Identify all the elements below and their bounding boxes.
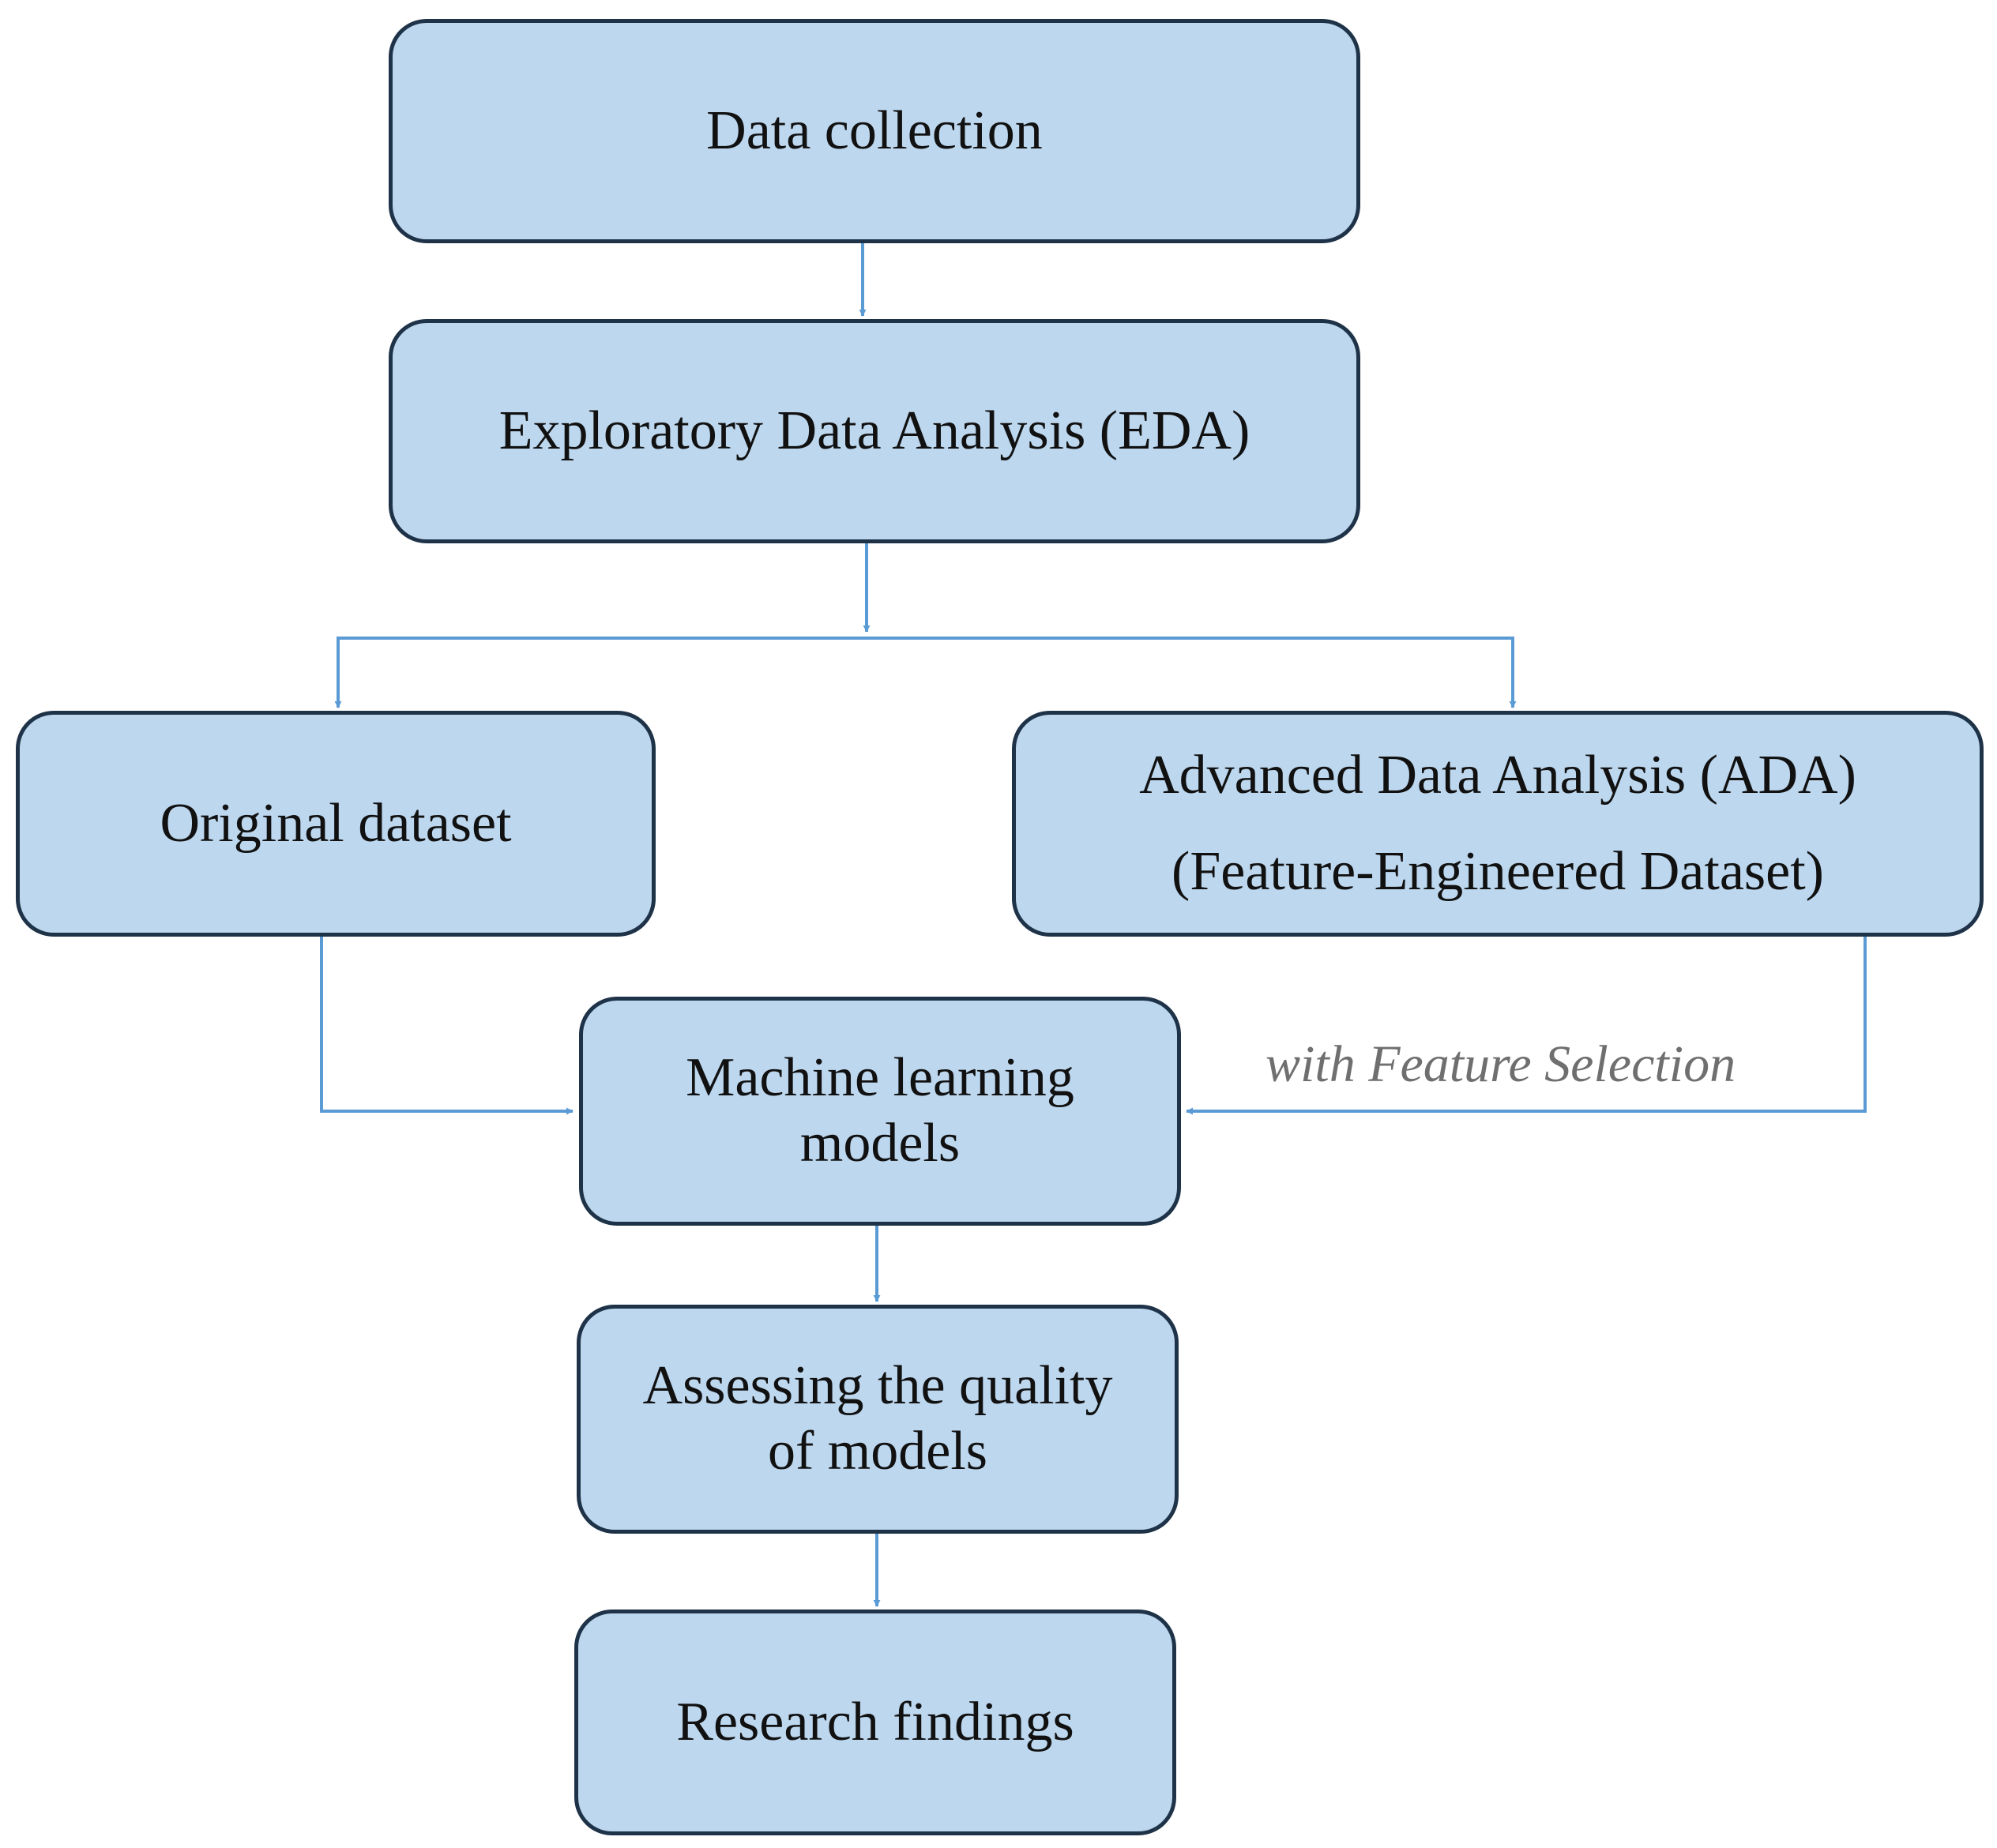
ada-box: Advanced Data Analysis (ADA) (Feature-En…: [1012, 711, 1984, 937]
ada-label-line2: (Feature-Engineered Dataset): [1171, 841, 1824, 902]
data-collection-box: Data collection: [389, 19, 1360, 243]
split-connector: [337, 637, 1514, 708]
ada-label-line1: Advanced Data Analysis (ADA): [1139, 744, 1856, 806]
original-dataset-box: Original dataset: [16, 711, 656, 937]
data-collection-label: Data collection: [706, 100, 1043, 161]
eda-box: Exploratory Data Analysis (EDA): [389, 319, 1360, 543]
research-findings-box: Research findings: [574, 1609, 1176, 1835]
feature-selection-label: with Feature Selection: [1266, 1035, 1736, 1093]
ml-models-box: Machine learning models: [579, 997, 1181, 1226]
ml-models-label-line1: Machine learning: [686, 1047, 1074, 1109]
arrow-ada-to-ml: [1186, 937, 1867, 1115]
assess-quality-label-line1: Assessing the quality: [642, 1355, 1113, 1417]
arrow-original-to-ml: [320, 937, 574, 1115]
research-findings-label: Research findings: [676, 1691, 1074, 1752]
ml-models-label-line2: models: [799, 1113, 961, 1174]
eda-label: Exploratory Data Analysis (EDA): [498, 400, 1250, 461]
assess-quality-label-line2: of models: [767, 1421, 988, 1482]
assess-quality-box: Assessing the quality of models: [577, 1305, 1179, 1534]
original-dataset-label: Original dataset: [160, 792, 512, 854]
